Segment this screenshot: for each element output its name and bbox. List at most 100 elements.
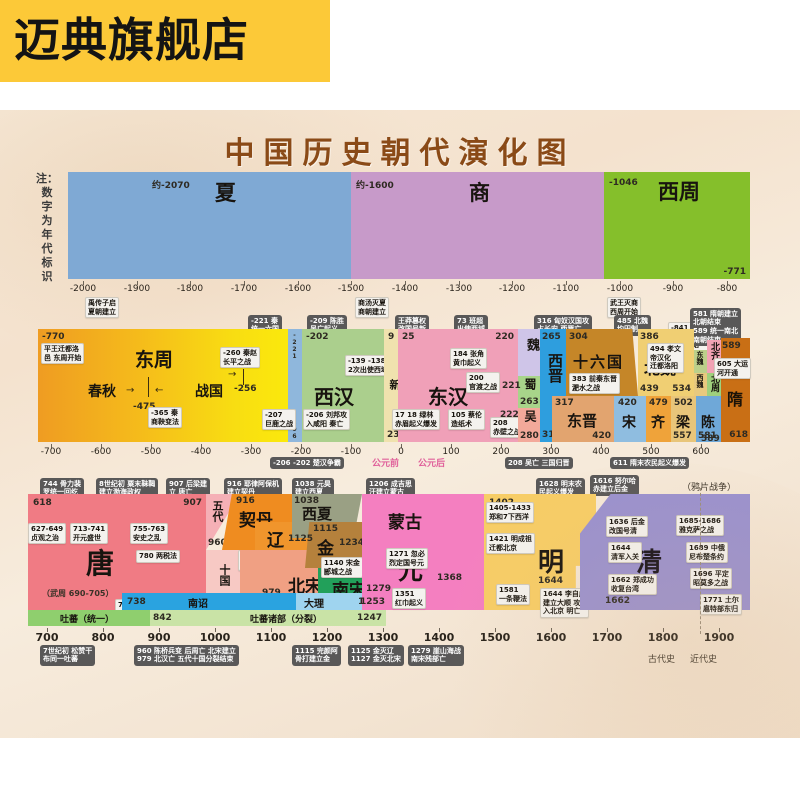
dynasty-block-tubo-unified[interactable]: 吐蕃（统一） <box>28 610 150 626</box>
axis-row-2: -700 -600 -500 -400 -300 -200 -100 0 100… <box>38 444 750 458</box>
tick-label: 1200 <box>311 631 343 644</box>
dynasty-block-xia[interactable]: 夏 约-2070 <box>68 172 351 279</box>
axis-row-3: 700 800 900 1000 1100 1200 1300 1400 150… <box>28 628 750 644</box>
year-whan-start: -202 <box>306 332 329 342</box>
dark-callout-sui-uprising: 611 隋末农民起义爆发 <box>610 457 690 469</box>
dynasty-label-northern-qi: 北齐 <box>709 342 719 360</box>
tick-label: -400 <box>190 447 212 457</box>
period-label-chunqiu: 春秋 <box>88 384 116 400</box>
tick-label: 1900 <box>703 631 735 644</box>
period-label-zhanguo: 战国 <box>195 384 223 400</box>
tick-label: -900 <box>662 284 684 294</box>
year-shang-start: 约-1600 <box>356 181 394 191</box>
dynasty-block-qi[interactable]: 齐 479 <box>646 396 671 442</box>
tick-label: -1200 <box>498 284 526 294</box>
dynasty-label-shang: 商 <box>469 180 490 205</box>
year-ehan-start: 25 <box>402 332 415 342</box>
dynasty-label-shu: 蜀 <box>523 378 537 390</box>
dynasty-block-nanzhao[interactable]: 南诏 738 <box>122 593 296 610</box>
year-ehan-end: 220 <box>495 332 514 342</box>
callout-shangyang-reform: -365 秦商鞅变法 <box>148 407 182 429</box>
year-qing-1840: 1840 <box>700 596 726 606</box>
dynasty-label-tang: 唐 <box>86 547 115 580</box>
tick-label: 900 <box>147 631 171 644</box>
year-nwei-439: 439 <box>640 384 659 394</box>
tick-label: 1500 <box>479 631 511 644</box>
callout-zhengchenggong-taiwan: 1662 郑成功收复台湾 <box>608 574 657 596</box>
dynasty-label-sui: 隋 <box>727 390 744 409</box>
dynasty-label-dali: 大理 <box>304 599 324 610</box>
tick-label: 1000 <box>199 631 231 644</box>
tick-label: 1700 <box>591 631 623 644</box>
callout-changping-battle: -260 秦赵长平之战 <box>220 347 260 369</box>
tick-label: -500 <box>140 447 162 457</box>
callout-xia-founding: 禹传子启夏朝建立 <box>85 297 119 319</box>
year-xin-end: 23 <box>387 430 398 440</box>
tick-label: -1100 <box>552 284 580 294</box>
year-xia-start: 约-2070 <box>152 181 190 191</box>
callout-nerchinsk-treaty: 1689 中俄尼布楚条约 <box>686 542 728 564</box>
callout-huangjin-uprising: 184 张角黄巾起义 <box>450 348 488 370</box>
dark-callout-wanyan-aguda: 1115 完颜阿骨打建立金 <box>292 645 341 666</box>
dynasty-block-liang[interactable]: 梁 502 557 <box>671 396 696 442</box>
modern-history-label: 近代史 <box>690 655 718 665</box>
dynasty-label-five-dynasties: 五代 <box>211 500 224 522</box>
dynasty-block-sui[interactable]: 隋 618 <box>721 338 750 442</box>
callout-lulin-chimei: 17 18 绿林赤眉起义爆发 <box>392 409 440 431</box>
dynasty-label-qing: 清 <box>636 548 663 578</box>
tick-label: 500 <box>642 447 660 457</box>
dynasty-label-eastern-zhou: 东周 <box>135 349 174 371</box>
dark-callout-huihe: 744 骨力裴罗统一回纥 <box>40 478 85 499</box>
dark-callout-songtsen: 7世纪初 松赞干布同一吐蕃 <box>40 645 96 666</box>
tick-label: -1700 <box>230 284 258 294</box>
shop-banner: 迈典旗舰店 <box>0 0 330 82</box>
dynasty-block-wu[interactable]: 吴 280 <box>518 408 540 442</box>
tick-label: -300 <box>240 447 262 457</box>
callout-xiaowen-reform: 494 孝文帝汉化迁都洛阳 <box>647 343 685 373</box>
dynasty-block-qing[interactable]: 清 1662 1840 <box>580 494 750 610</box>
dynasty-block-song[interactable]: 宋 420 <box>614 396 646 442</box>
dynasty-block-western-zhou[interactable]: 西周 -1046 -771 <box>604 172 750 279</box>
year-liang-end: 557 <box>673 431 692 441</box>
dynasty-block-wei[interactable]: 魏 <box>518 329 540 376</box>
tick-label: 800 <box>91 631 115 644</box>
tick-label: 600 <box>692 447 710 457</box>
dark-callout-ming-uprising: 1628 明末农民起义爆发 <box>536 478 585 499</box>
dynasty-block-shang[interactable]: 商 约-1600 <box>351 172 604 279</box>
dynasty-label-western-jin: 西晋 <box>546 353 564 383</box>
dark-callout-mengu: 1206 成吉思汗建立蒙古 <box>366 478 415 499</box>
tick-label: 300 <box>542 447 560 457</box>
dark-callout-yashan-battle: 1279 崖山海战南宋残部亡 <box>408 645 464 666</box>
dynasty-block-eastern-wei[interactable]: 东魏 <box>694 350 707 373</box>
dynasty-block-eastern-jin[interactable]: 东晋 317 420 <box>552 396 614 442</box>
year-qi-start: 479 <box>649 398 668 408</box>
year-1253: 1253 <box>360 597 386 607</box>
year-khitan-start: 916 <box>236 496 255 506</box>
dynasty-block-shu[interactable]: 蜀 263 <box>518 376 540 408</box>
tick-label: 1100 <box>255 631 287 644</box>
callout-zhaomoduo-battle: 1696 平定昭莫多之战 <box>690 568 732 590</box>
dynasty-block-tubo-split[interactable]: 吐蕃诸部（分裂） 842 1247 <box>150 610 386 626</box>
tick-label: 0 <box>398 447 404 457</box>
year-qin-start: -221 <box>291 332 298 360</box>
year-ejin-end: 420 <box>592 431 611 441</box>
dynasty-block-western-wei[interactable]: 西魏 <box>694 373 707 396</box>
tick-label: 1800 <box>647 631 679 644</box>
dynasty-label-western-zhou: 西周 <box>658 179 700 204</box>
dynasty-label-ming: 明 <box>538 548 565 578</box>
dynasty-block-chen[interactable]: 陈 581 <box>696 396 721 442</box>
tick-label: -1000 <box>606 284 634 294</box>
tick-label: 700 <box>35 631 59 644</box>
callout-liubang-xianyang: -206 刘邦攻入咸阳 秦亡 <box>303 409 350 431</box>
dynasty-label-xin: 新 <box>388 379 398 390</box>
callout-liangshui-law: 780 两税法 <box>136 550 181 563</box>
callout-ming-capital-beijing: 1421 明成祖迁都北京 <box>486 533 535 555</box>
dynasty-block-ming[interactable]: 明 1402 1644 <box>484 494 596 610</box>
dynasty-label-wu: 吴 <box>523 410 537 422</box>
tick-label: 1300 <box>367 631 399 644</box>
